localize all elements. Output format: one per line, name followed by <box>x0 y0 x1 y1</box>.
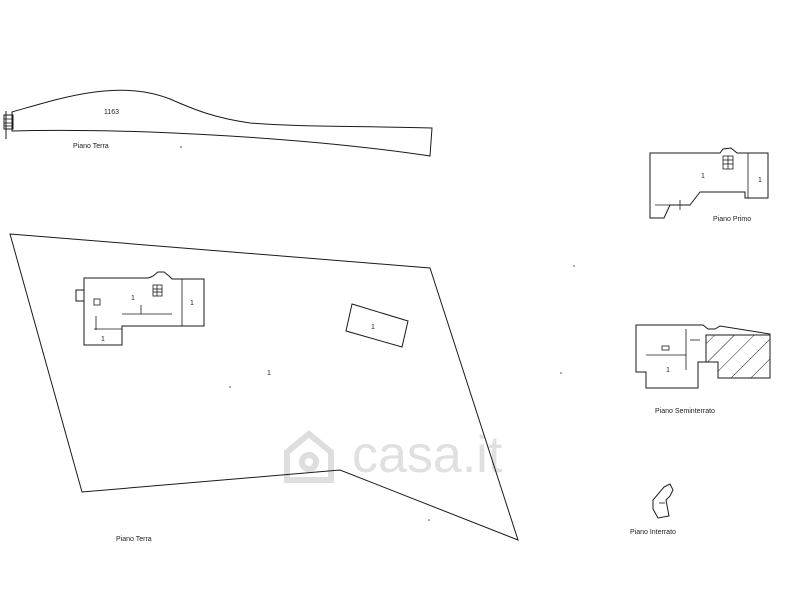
profile-marker-icon <box>3 111 14 139</box>
seminterrato-caption: Piano Seminterrato <box>655 408 715 415</box>
watermark-text: casa.it <box>352 426 503 484</box>
floor-primo: 1 1 Piano Primo <box>649 147 769 223</box>
entrance-step-icon <box>75 289 85 302</box>
room-number: 1 <box>190 300 194 307</box>
elevation-label: 1163 <box>104 109 119 116</box>
room-number: 1 <box>701 173 705 180</box>
watermark: casa.it <box>284 426 503 484</box>
room-number: 1 <box>758 177 762 184</box>
profile-outline <box>11 89 433 157</box>
stair-icon <box>722 155 734 170</box>
room-number: 1 <box>131 295 135 302</box>
outbuilding-outline <box>345 303 409 348</box>
hatched-area <box>705 334 771 379</box>
profile-caption: Piano Terra <box>73 143 109 150</box>
floor-seminterrato: 1 Piano Seminterrato <box>635 324 771 415</box>
outbuilding: 1 <box>345 303 409 348</box>
site-plan: 1 1 1 1 <box>9 233 519 543</box>
parcel-outline <box>9 233 519 541</box>
room-number: 1 <box>666 367 670 374</box>
site-plan-caption: Piano Terra <box>116 536 152 543</box>
floor-interrato: Piano Interrato <box>630 483 676 536</box>
room-number: 1 <box>101 336 105 343</box>
stair-icon <box>152 284 163 297</box>
parcel-number: 1 <box>267 370 271 377</box>
site-profile: 1163 Piano Terra <box>3 89 433 157</box>
scan-specks <box>180 146 575 521</box>
interrato-outline <box>652 483 674 519</box>
house-logo-icon <box>284 430 334 483</box>
primo-caption: Piano Primo <box>713 216 751 223</box>
primo-outline <box>649 147 769 219</box>
appliance-icon <box>661 345 670 351</box>
outbuilding-number: 1 <box>371 324 375 331</box>
house-outline <box>83 271 205 346</box>
house-footprint: 1 1 1 <box>75 271 205 346</box>
interrato-caption: Piano Interrato <box>630 529 676 536</box>
appliance-icon <box>93 298 101 306</box>
